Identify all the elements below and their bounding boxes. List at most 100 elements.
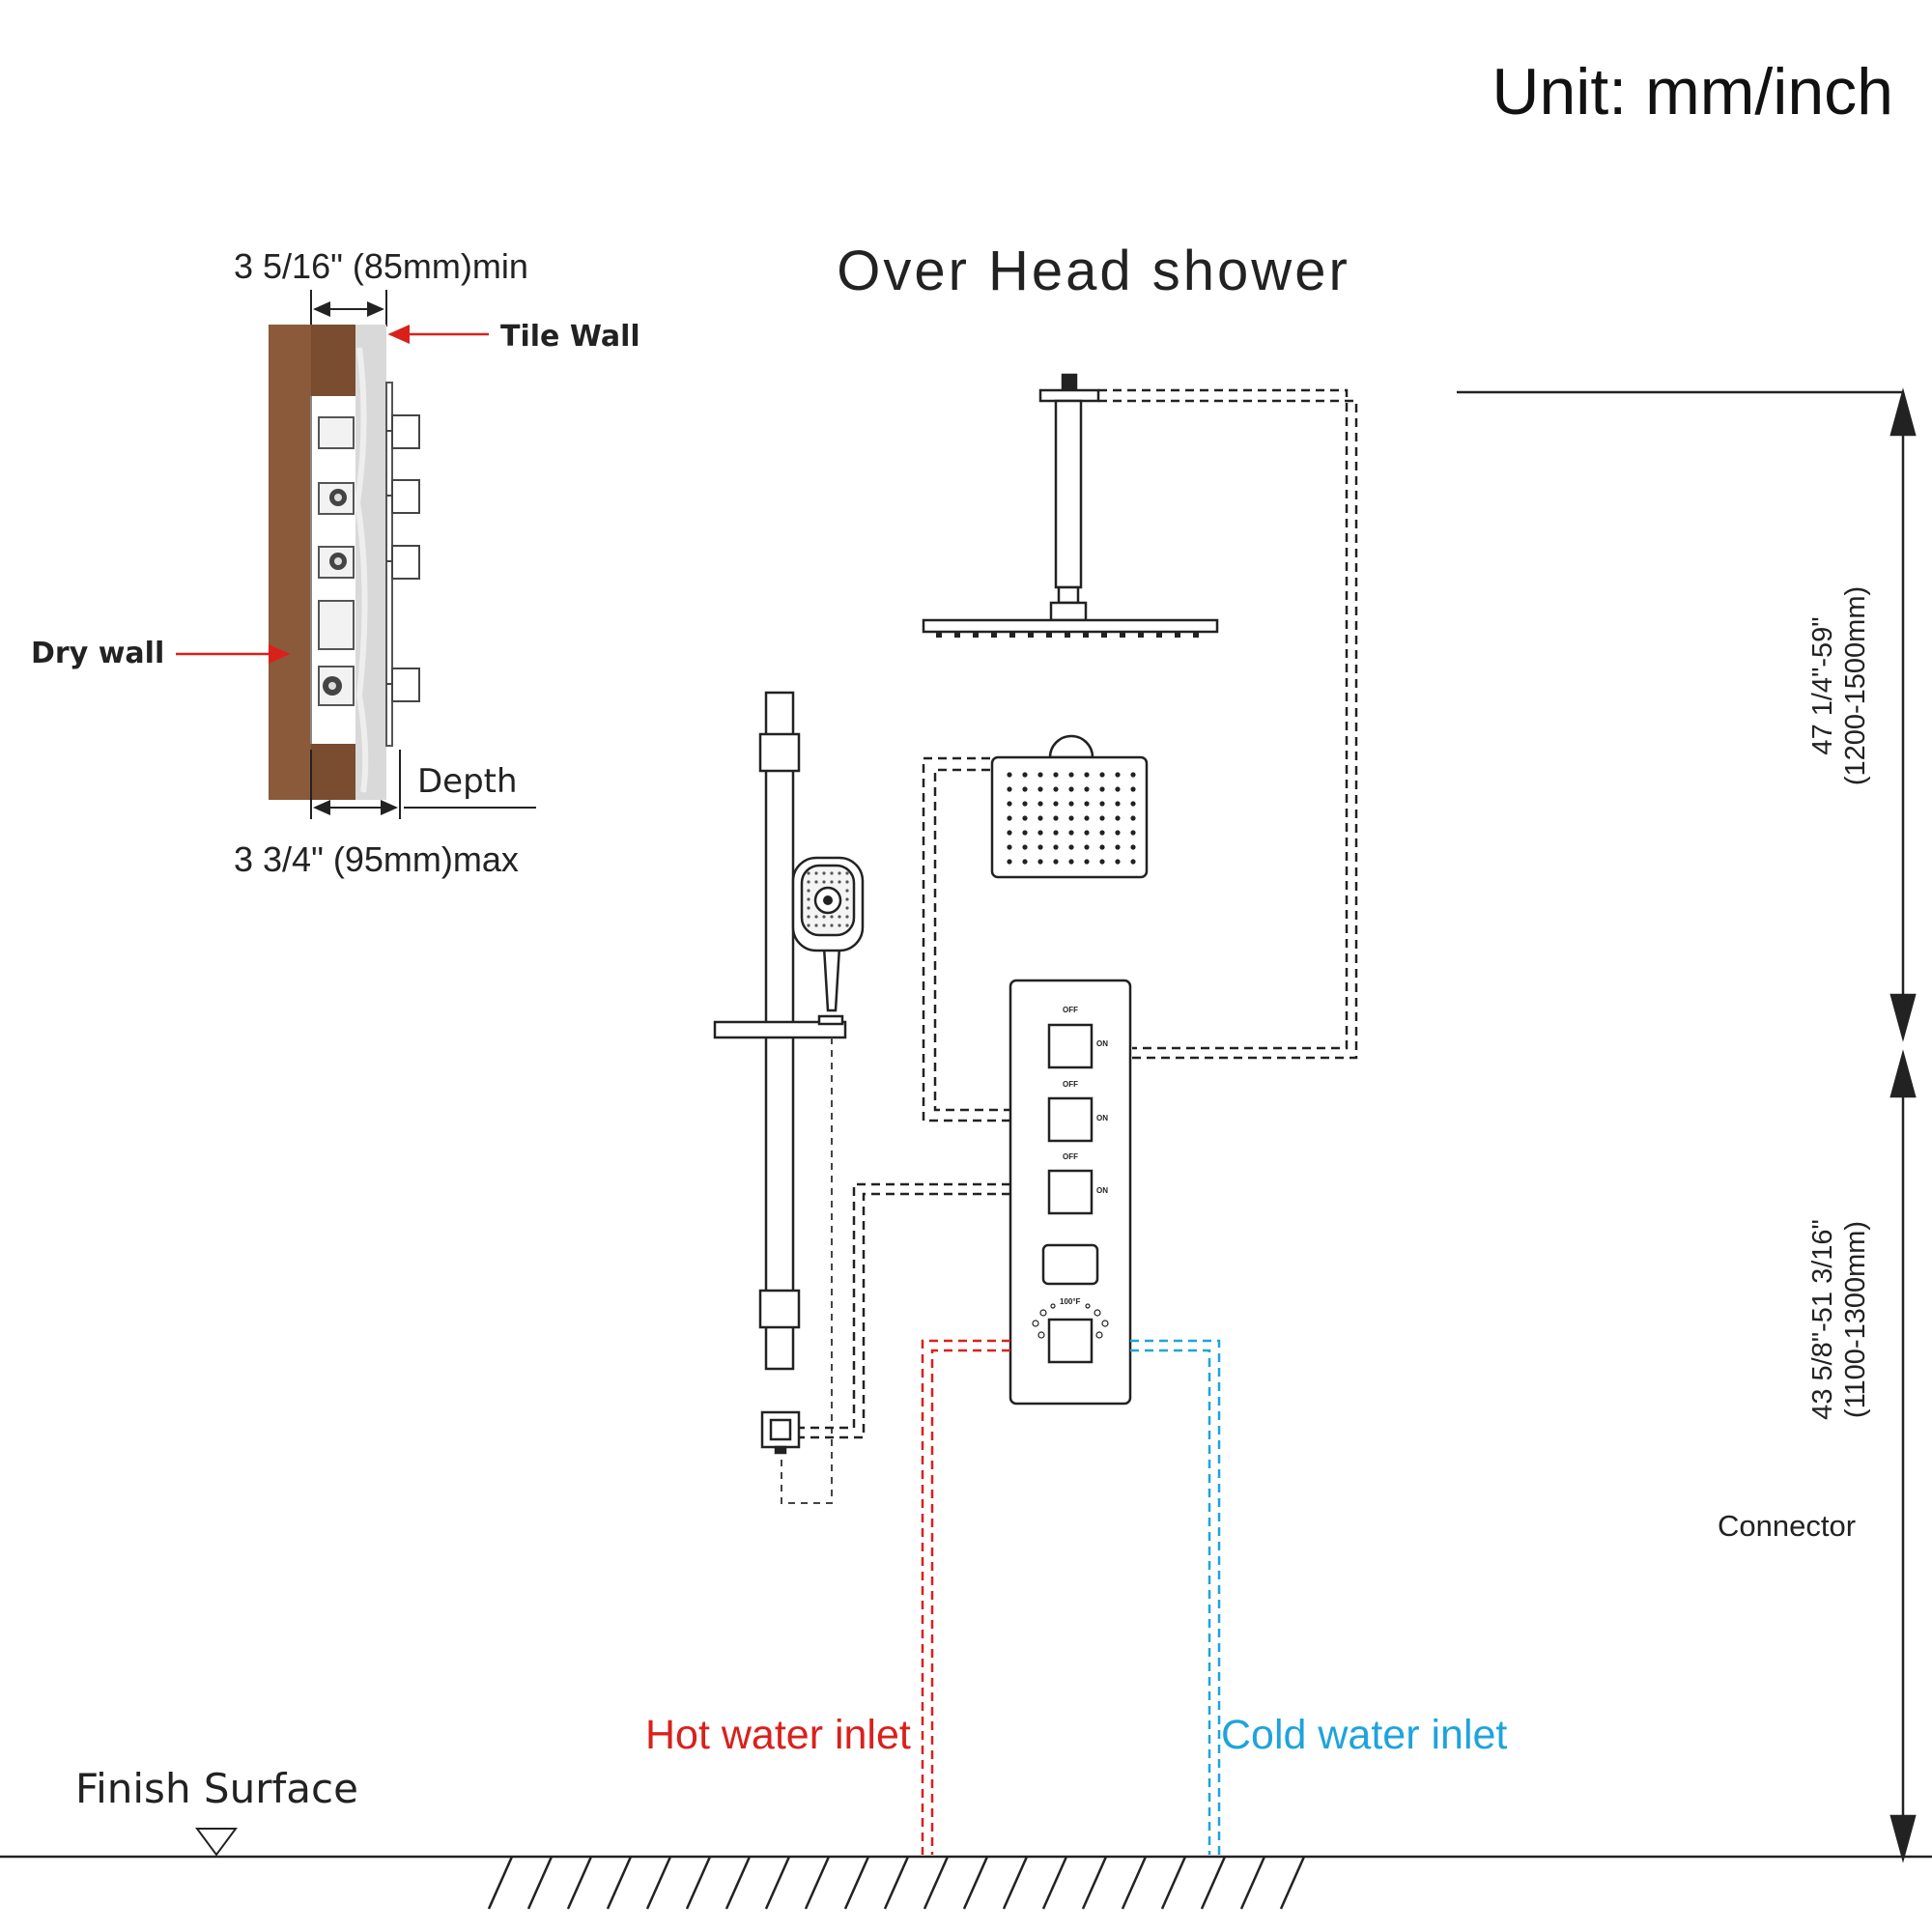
hand-shower-nozzle xyxy=(830,915,834,919)
lower-height-mm: (1100-1300mm) xyxy=(1840,1221,1871,1418)
off-label-1: OFF xyxy=(1063,1006,1078,1014)
floor-hatch-line xyxy=(1041,1856,1068,1910)
ceiling-arm-pipe xyxy=(1098,388,1358,1060)
hand-shower-nozzle xyxy=(845,871,849,875)
cold-water-pipe xyxy=(1130,1339,1221,1855)
off-label-2: OFF xyxy=(1063,1080,1078,1089)
dry-wall-label: Dry wall xyxy=(31,637,164,670)
on-label-2: ON xyxy=(1096,1114,1108,1122)
wall-outlet xyxy=(760,1410,801,1455)
wall-head-nozzle xyxy=(1099,844,1105,850)
hand-shower-nozzle xyxy=(822,915,826,919)
floor-hatch-line xyxy=(1239,1856,1266,1910)
wall-shower-head xyxy=(990,734,1149,879)
wall-head-nozzle xyxy=(1037,859,1043,865)
wall-head-nozzle xyxy=(1037,786,1043,792)
floor-hatch-line xyxy=(1002,1856,1029,1910)
upper-height-mm: (1200-1500mm) xyxy=(1840,586,1871,785)
upper-height-inch: 47 1/4"-59" xyxy=(1807,616,1838,754)
wall-head-nozzle xyxy=(1130,786,1136,792)
wall-head-nozzle xyxy=(1007,844,1012,850)
wall-head-nozzle xyxy=(1068,844,1074,850)
wall-head-nozzle xyxy=(1022,859,1028,865)
hand-shower-nozzle xyxy=(838,923,841,927)
floor-hatching xyxy=(487,1856,1306,1910)
wall-head-nozzle xyxy=(1022,786,1028,792)
wall-head-nozzle xyxy=(1084,772,1090,778)
cold-water-inlet-label: Cold water inlet xyxy=(1221,1712,1507,1758)
hand-shower-nozzle xyxy=(822,923,826,927)
wall-head-nozzle xyxy=(1099,772,1105,778)
wall-head-nozzle xyxy=(1053,786,1059,792)
hand-shower-nozzle xyxy=(845,915,849,919)
wall-head-nozzle xyxy=(1068,830,1074,836)
hand-shower-nozzle xyxy=(845,880,849,884)
hand-shower-nozzle xyxy=(807,880,810,884)
hand-shower-nozzle xyxy=(838,915,841,919)
finish-surface-marker xyxy=(195,1828,238,1857)
wall-head-nozzle xyxy=(1068,801,1074,807)
wall-head-nozzle xyxy=(1053,815,1059,821)
wall-head-nozzle xyxy=(1022,801,1028,807)
outlet-2-knob xyxy=(1047,1096,1094,1143)
on-label-3: ON xyxy=(1096,1186,1108,1195)
hose-connection xyxy=(781,1037,833,1504)
wall-head-nozzle xyxy=(1007,830,1012,836)
hand-shower-nozzle xyxy=(845,906,849,910)
hand-shower-nozzle xyxy=(814,915,818,919)
floor-hatch-line xyxy=(923,1856,950,1910)
lower-height-inch: 43 5/8"-51 3/16" xyxy=(1807,1219,1838,1420)
wall-head-nozzle xyxy=(1053,801,1059,807)
wall-section-detail: 3 5/16" (85mm)min xyxy=(31,246,640,879)
hand-shower-nozzle xyxy=(807,871,810,875)
floor-hatch-line xyxy=(1160,1856,1187,1910)
wall-head-nozzle xyxy=(1007,786,1012,792)
rain-nozzle xyxy=(973,632,979,638)
diagram-title: Over Head shower xyxy=(837,240,1350,302)
hand-shower-nozzle xyxy=(845,923,849,927)
tile-wall-layer xyxy=(355,325,386,800)
hot-water-pipe xyxy=(921,1339,1010,1855)
wall-head-nozzle xyxy=(1099,815,1105,821)
floor-hatch-line xyxy=(1081,1856,1108,1910)
floor-hatch-line xyxy=(645,1856,672,1910)
hand-shower-nozzle xyxy=(822,871,826,875)
wall-head-nozzle xyxy=(1022,844,1028,850)
off-label-3: OFF xyxy=(1063,1152,1078,1161)
height-dimension xyxy=(1457,387,1917,1863)
wall-head-nozzle xyxy=(1130,815,1136,821)
temperature-label: 100°F xyxy=(1060,1297,1081,1306)
wall-head-nozzle xyxy=(1053,859,1059,865)
hand-shower-nozzle xyxy=(814,880,818,884)
hand-shower-nozzle xyxy=(807,906,810,910)
wall-head-nozzle xyxy=(1099,859,1105,865)
wall-head-nozzle xyxy=(1053,772,1059,778)
rain-nozzle xyxy=(1138,632,1144,638)
min-dimension-label: 3 5/16" (85mm)min xyxy=(234,246,528,286)
thermostatic-valve-panel: OFF ON OFF ON OFF ON 100°F xyxy=(1009,979,1132,1406)
floor-hatch-line xyxy=(1200,1856,1227,1910)
wall-head-nozzle xyxy=(1099,801,1105,807)
wall-head-nozzle xyxy=(1053,830,1059,836)
floor-hatch-line xyxy=(566,1856,593,1910)
rain-nozzle xyxy=(1046,632,1052,638)
wall-head-nozzle xyxy=(1037,801,1043,807)
wall-head-nozzle xyxy=(1037,830,1043,836)
wall-head-nozzles xyxy=(1007,772,1136,865)
floor-hatch-line xyxy=(1279,1856,1306,1910)
hand-shower-nozzle xyxy=(814,871,818,875)
wall-head-nozzle xyxy=(1130,830,1136,836)
wall-head-nozzle xyxy=(1130,801,1136,807)
rain-nozzle xyxy=(991,632,997,638)
wall-head-pipe xyxy=(922,756,1010,1122)
hand-shower-nozzle xyxy=(838,871,841,875)
floor-hatch-line xyxy=(606,1856,633,1910)
hot-water-inlet-label: Hot water inlet xyxy=(645,1712,911,1758)
floor-hatch-line xyxy=(1121,1856,1148,1910)
wall-head-nozzle xyxy=(1084,801,1090,807)
rain-nozzle xyxy=(1175,632,1180,638)
wall-head-nozzle xyxy=(1099,786,1105,792)
rain-nozzle xyxy=(1083,632,1089,638)
wall-head-nozzle xyxy=(1084,815,1090,821)
floor-hatch-line xyxy=(487,1856,514,1910)
